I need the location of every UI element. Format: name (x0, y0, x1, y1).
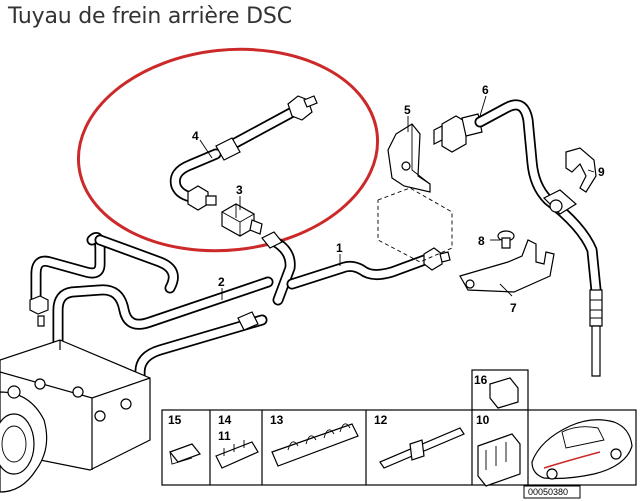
callout-10: 10 (476, 413, 490, 427)
diagram-code: 00050380 (528, 487, 568, 497)
parts-panel (161, 369, 637, 499)
callout-16: 16 (474, 373, 488, 387)
callout-1: 1 (336, 241, 343, 255)
holder-part-7 (459, 239, 555, 293)
abs-hydraulic-unit (0, 339, 151, 493)
page-title: Tuyau de frein arrière DSC (8, 4, 292, 29)
callout-3: 3 (236, 183, 243, 197)
brake-pipe-part-2 (52, 276, 274, 386)
callout-12: 12 (374, 413, 388, 427)
callout-8: 8 (478, 234, 485, 248)
callout-14: 14 (218, 413, 232, 427)
callouts: 1 2 3 4 5 6 7 8 9 10 11 12 13 14 15 16 0… (168, 83, 605, 497)
callout-11: 11 (218, 429, 231, 443)
screw-part-8 (497, 230, 515, 249)
brake-pipe-part-1 (134, 231, 451, 398)
bracket-part-5 (387, 123, 431, 193)
abs-pipes (29, 232, 179, 395)
callout-6: 6 (482, 83, 489, 97)
callout-2: 2 (218, 275, 225, 289)
callout-5: 5 (404, 103, 411, 117)
highlight-ellipse (76, 47, 380, 253)
clip-part-9 (565, 147, 597, 193)
brake-hose-part-6 (433, 99, 603, 377)
dashed-reference-box (377, 187, 453, 263)
callout-13: 13 (270, 413, 284, 427)
leader-lines (199, 95, 595, 300)
callout-4: 4 (192, 129, 199, 143)
callout-7: 7 (510, 301, 517, 315)
callout-9: 9 (598, 165, 605, 179)
brake-pipe-part-4 (169, 95, 318, 211)
callout-15: 15 (168, 413, 182, 427)
connector-part-3 (221, 203, 263, 237)
